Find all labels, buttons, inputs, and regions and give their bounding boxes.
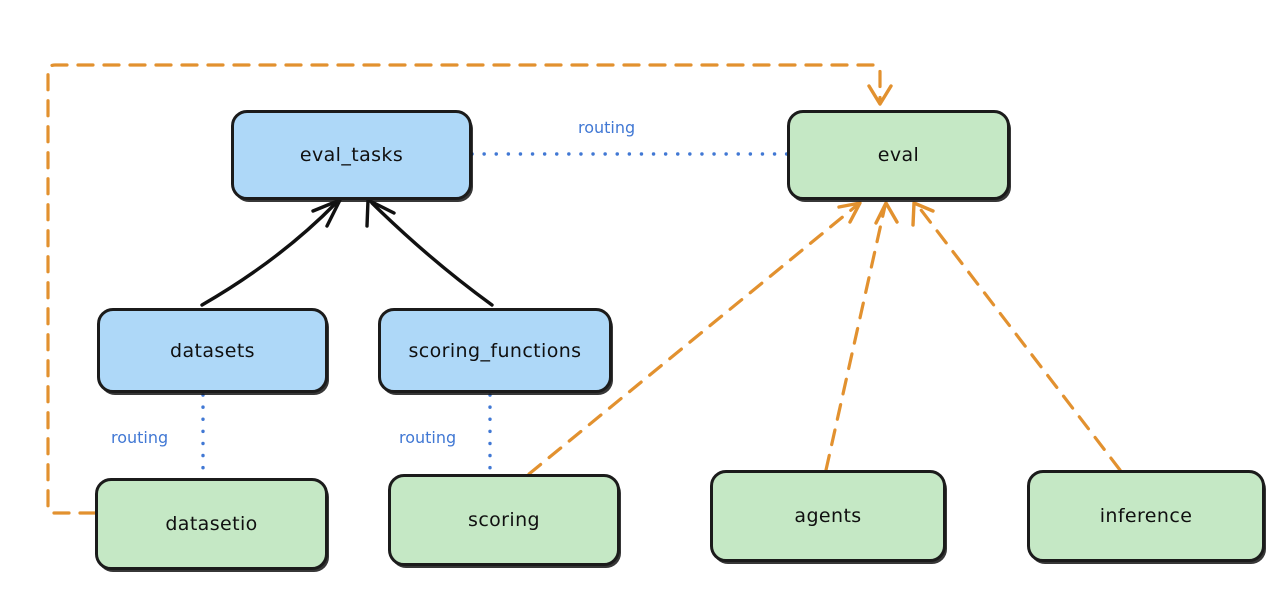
node-label-agents: agents xyxy=(794,505,862,527)
edge-agents-to-eval xyxy=(824,201,899,472)
node-datasetio[interactable]: datasetio xyxy=(95,478,328,570)
node-label-eval-tasks: eval_tasks xyxy=(299,144,404,166)
node-label-datasets: datasets xyxy=(170,339,255,362)
node-eval[interactable]: eval xyxy=(787,110,1010,200)
edge-label-routing-eval: routing xyxy=(578,118,636,137)
node-scoring-functions[interactable]: scoring_functions xyxy=(378,308,612,393)
edge-label-routing-scoring: routing xyxy=(399,428,457,447)
node-label-inference: inference xyxy=(1099,505,1193,527)
node-inference[interactable]: inference xyxy=(1027,470,1265,562)
node-label-datasetio: datasetio xyxy=(165,513,258,535)
edge-label-routing-datasetio: routing xyxy=(111,428,169,447)
node-datasets[interactable]: datasets xyxy=(97,308,328,393)
node-scoring[interactable]: scoring xyxy=(388,474,620,566)
node-label-scoring: scoring xyxy=(468,509,540,531)
edge-scoringfn-to-eval-tasks xyxy=(365,198,494,307)
node-label-eval: eval xyxy=(877,144,920,166)
node-label-scoring-functions: scoring_functions xyxy=(408,339,582,362)
node-agents[interactable]: agents xyxy=(710,470,946,562)
edge-datasets-to-eval-tasks xyxy=(200,198,342,307)
edge-inference-to-eval xyxy=(911,201,1122,472)
edge-datasetio-to-eval xyxy=(46,63,893,515)
node-eval-tasks[interactable]: eval_tasks xyxy=(231,110,472,200)
edge-scoring-to-eval xyxy=(527,201,862,476)
